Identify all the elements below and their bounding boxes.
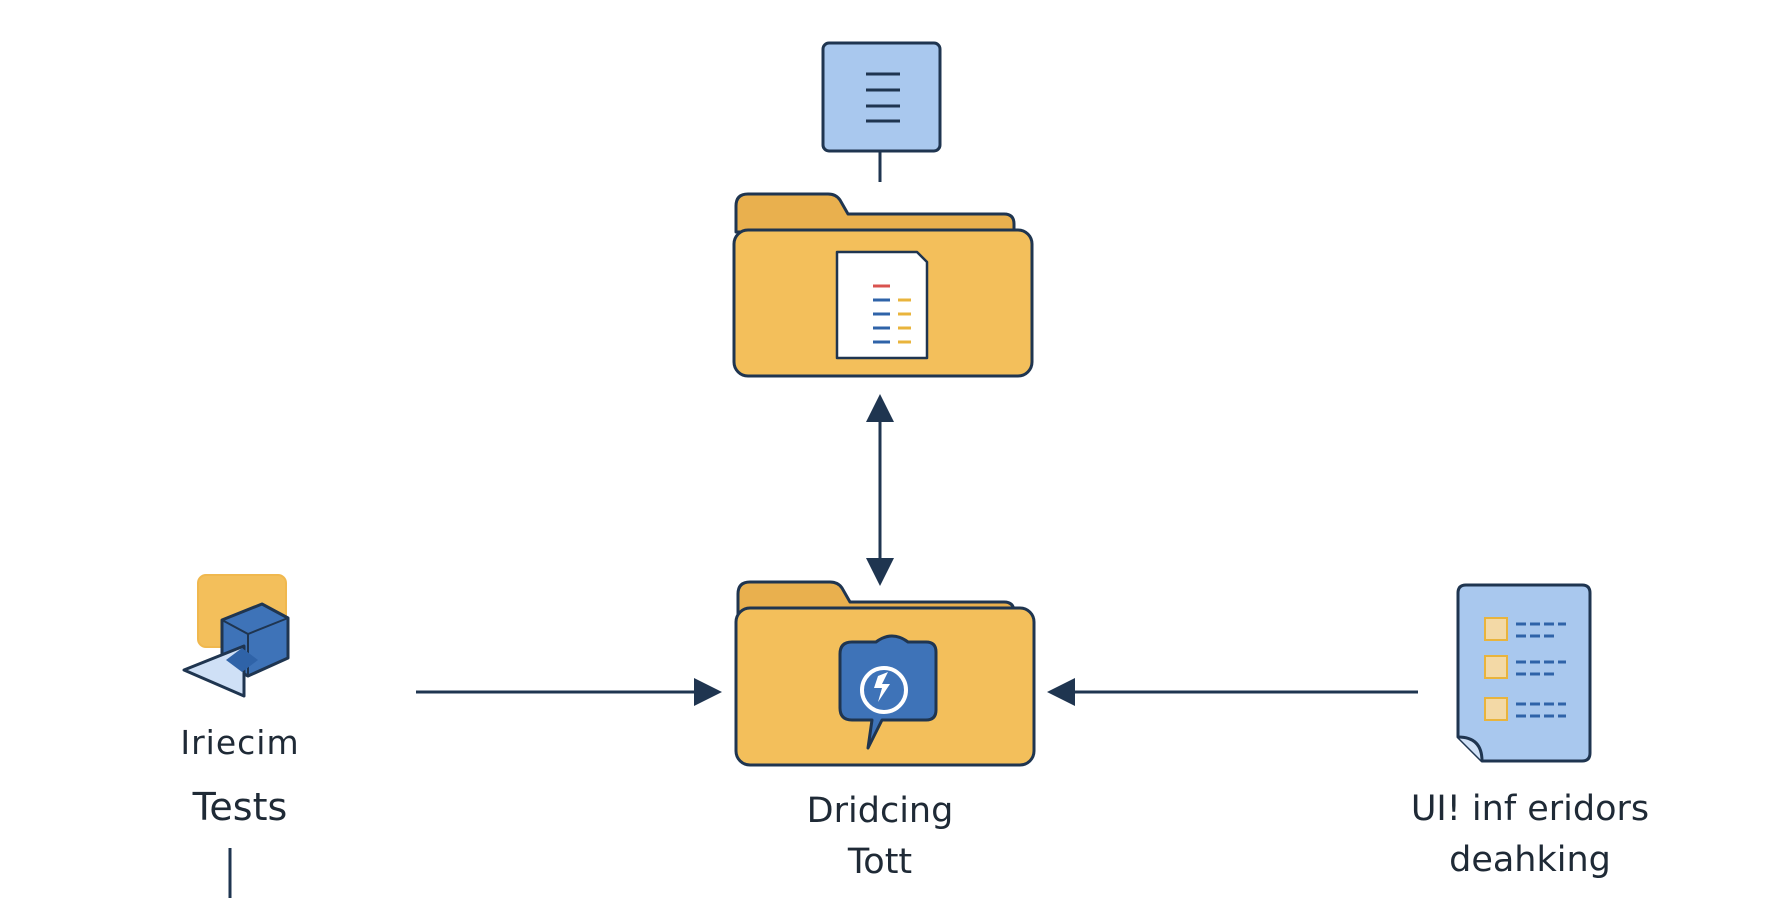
list-row: [1484, 697, 1566, 721]
list-row: [1484, 617, 1566, 641]
right-node-label-line2: deahking: [1449, 840, 1611, 880]
list-row: [1484, 655, 1566, 679]
folder-with-document-icon: [732, 192, 1034, 378]
document-icon: [821, 41, 942, 153]
arrowheads: [694, 394, 1075, 706]
connectors: [416, 150, 1418, 694]
right-node-label-line1: UI! inf eridors: [1410, 789, 1650, 829]
document-list-icon: [1456, 583, 1592, 763]
center-node-label-line2: Tott: [847, 842, 913, 882]
arrowhead-right-input: [1047, 678, 1075, 706]
cube-icon: [182, 574, 290, 698]
left-node-label-line1: Iriecim: [180, 723, 300, 762]
left-node-label-line2: Tests: [192, 785, 288, 829]
arrowhead-down: [866, 558, 894, 586]
arrowhead-up: [866, 394, 894, 422]
center-node-label-line1: Dridcing: [806, 791, 954, 831]
folder-with-sync-icon: [734, 580, 1036, 767]
arrowhead-left-input: [694, 678, 722, 706]
